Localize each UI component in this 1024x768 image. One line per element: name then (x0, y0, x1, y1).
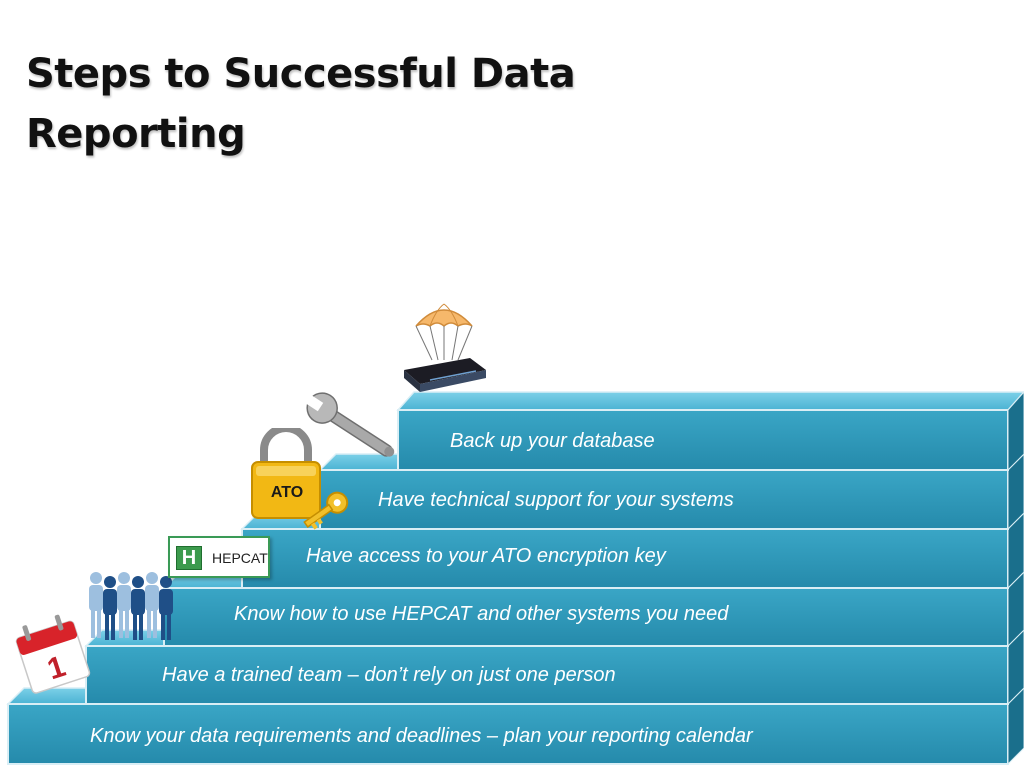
calendar-icon: 1 (15, 614, 91, 694)
wrench-icon (304, 392, 395, 457)
step-2-label: Have a trained team – don’t rely on just… (162, 664, 616, 686)
step-1-label: Know your data requirements and deadline… (90, 725, 753, 747)
step-6-block (396, 391, 1024, 472)
hepcat-logo-text: HEPCAT (212, 550, 268, 566)
parachute-server-icon (404, 303, 486, 392)
padlock-key-icon (251, 428, 349, 530)
step-6-label: Back up your database (450, 430, 655, 452)
page-title-line-1: Steps to Successful Data (26, 51, 576, 97)
step-4-label: Have access to your ATO encryption key (306, 545, 666, 567)
step-5-label: Have technical support for your systems (378, 489, 734, 511)
step-3-label: Know how to use HEPCAT and other systems… (234, 603, 729, 625)
page-title: Steps to Successful Data Reporting (26, 44, 586, 164)
hepcat-logo-letter: H (176, 546, 202, 570)
page-title-line-2: Reporting (26, 111, 246, 157)
padlock-label: ATO (270, 484, 304, 501)
hepcat-logo: H HEPCAT (168, 536, 270, 578)
team-people-icon (89, 572, 173, 640)
